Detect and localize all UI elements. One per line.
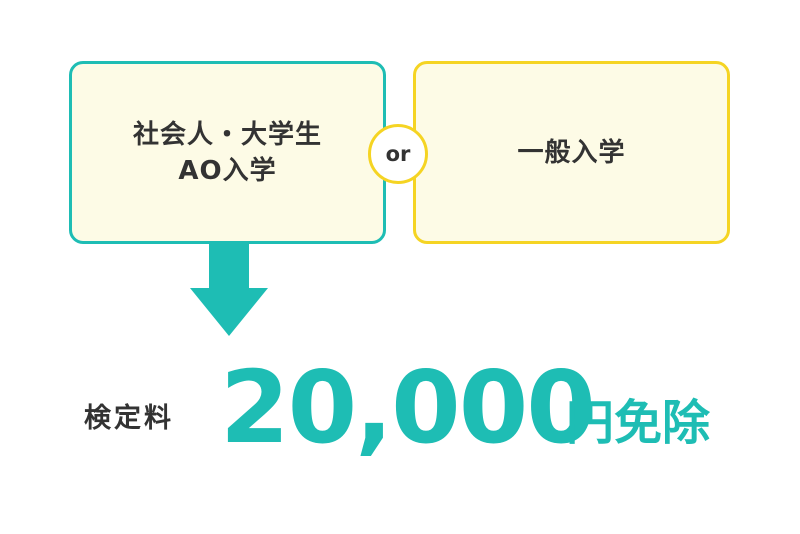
option-general-admission: 一般入学 [413, 61, 730, 244]
fee-suffix: 円免除 [566, 395, 711, 451]
or-connector: or [368, 124, 428, 184]
option-left-line2: AO入学 [178, 155, 277, 186]
option-left-line1: 社会人・大学生 [132, 119, 322, 150]
fee-amount: 20,000 [220, 349, 596, 466]
arrow-down-icon [190, 244, 268, 336]
fee-label: 検定料 [84, 403, 174, 434]
option-right-label: 一般入学 [517, 137, 626, 168]
option-social-student-ao: 社会人・大学生 AO入学 [69, 61, 386, 244]
option-social-student-ao-text: 社会人・大学生 AO入学 [133, 117, 322, 189]
